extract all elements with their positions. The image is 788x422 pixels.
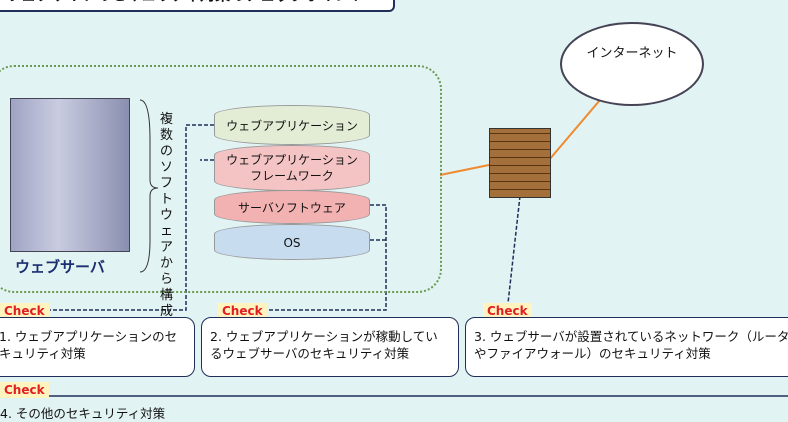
- checkpoint-2: 2. ウェブアプリケーションが稼動しているウェブサーバのセキュリティ対策: [201, 317, 459, 377]
- checkpoint-3: 3. ウェブサーバが設置されているネットワーク（ルータやファイアウォール）のセキ…: [465, 317, 788, 377]
- internet-label: インターネット: [586, 46, 678, 61]
- layer-framework: ウェブアプリケーション フレームワーク: [214, 145, 370, 191]
- check-badge: Check: [0, 303, 49, 319]
- check-badge: Check: [0, 382, 49, 398]
- internet-cloud-icon: インターネット: [560, 22, 704, 106]
- layer-web-app: ウェブアプリケーション: [214, 105, 370, 145]
- page-title: ウェブサイトのセキュリティ対策のチェックポイント: [0, 0, 395, 12]
- check-badge: Check: [483, 303, 532, 319]
- firewall-icon: [489, 128, 551, 198]
- vertical-label: 複数のソフトウェアから構成: [160, 112, 174, 319]
- checkpoint-1: 1. ウェブアプリケーションのセキュリティ対策: [0, 317, 195, 377]
- check-badge: Check: [218, 303, 267, 319]
- server-icon: [10, 98, 130, 252]
- server-label: ウェブサーバ: [15, 258, 105, 276]
- server-group: [0, 65, 442, 293]
- layer-server-software: サーバソフトウェア: [214, 190, 370, 224]
- checkpoint-4: 4. その他のセキュリティ対策: [0, 406, 166, 421]
- layer-os: OS: [214, 224, 370, 260]
